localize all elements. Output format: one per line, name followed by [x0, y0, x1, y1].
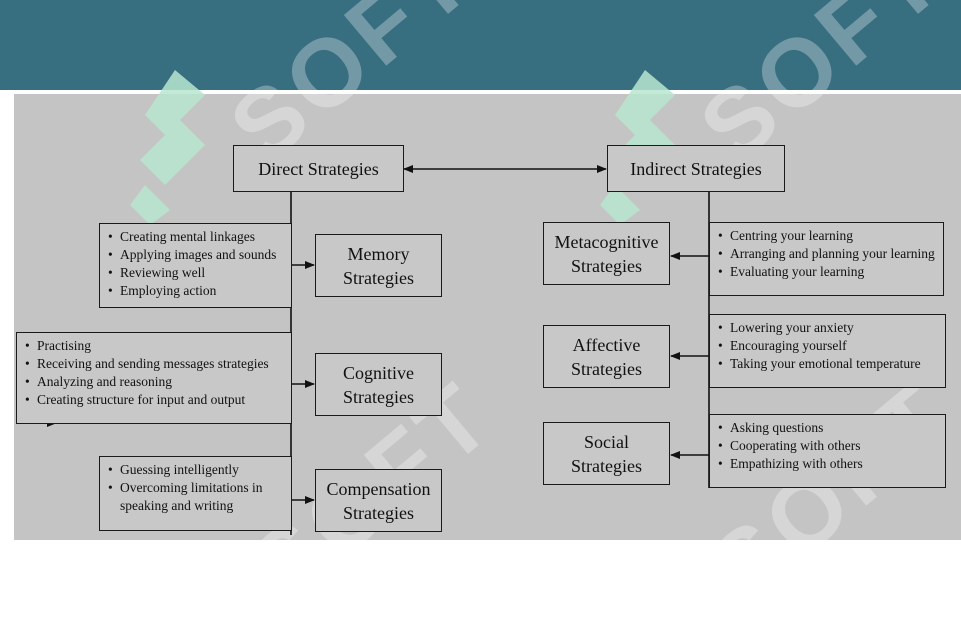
list-item: Reviewing well [108, 264, 285, 282]
list-item: Employing action [108, 282, 285, 300]
list-item: Arranging and planning your learning [718, 245, 937, 263]
list-item: Lowering your anxiety [718, 319, 939, 337]
list-item: Evaluating your learning [718, 263, 937, 281]
social-strategies-box: Social Strategies [543, 422, 670, 485]
list-item: Receiving and sending messages strategie… [25, 355, 285, 373]
indirect-strategies-box: Indirect Strategies [607, 145, 785, 192]
list-item: Encouraging yourself [718, 337, 939, 355]
cognitive-items-list: Practising Receiving and sending message… [16, 332, 292, 424]
list-item: Creating structure for input and output [25, 391, 285, 409]
list-item: Applying images and sounds [108, 246, 285, 264]
list-item: Taking your emotional temperature [718, 355, 939, 373]
list-item: Guessing intelligently [108, 461, 285, 479]
affective-strategies-box: Affective Strategies [543, 325, 670, 388]
list-item: Overcoming limitations in speaking and w… [108, 479, 285, 515]
list-item: Creating mental linkages [108, 228, 285, 246]
list-item: Analyzing and reasoning [25, 373, 285, 391]
list-item: Empathizing with others [718, 455, 939, 473]
list-item: Centring your learning [718, 227, 937, 245]
direct-strategies-box: Direct Strategies [233, 145, 404, 192]
list-item: Asking questions [718, 419, 939, 437]
memory-strategies-box: Memory Strategies [315, 234, 442, 297]
compensation-items-list: Guessing intelligently Overcoming limita… [99, 456, 292, 531]
affective-items-list: Lowering your anxiety Encouraging yourse… [709, 314, 946, 388]
social-items-list: Asking questions Cooperating with others… [709, 414, 946, 488]
cognitive-strategies-box: Cognitive Strategies [315, 353, 442, 416]
metacognitive-items-list: Centring your learning Arranging and pla… [709, 222, 944, 296]
memory-items-list: Creating mental linkages Applying images… [99, 223, 292, 308]
metacognitive-strategies-box: Metacognitive Strategies [543, 222, 670, 285]
list-item: Practising [25, 337, 285, 355]
list-item: Cooperating with others [718, 437, 939, 455]
compensation-strategies-box: Compensation Strategies [315, 469, 442, 532]
